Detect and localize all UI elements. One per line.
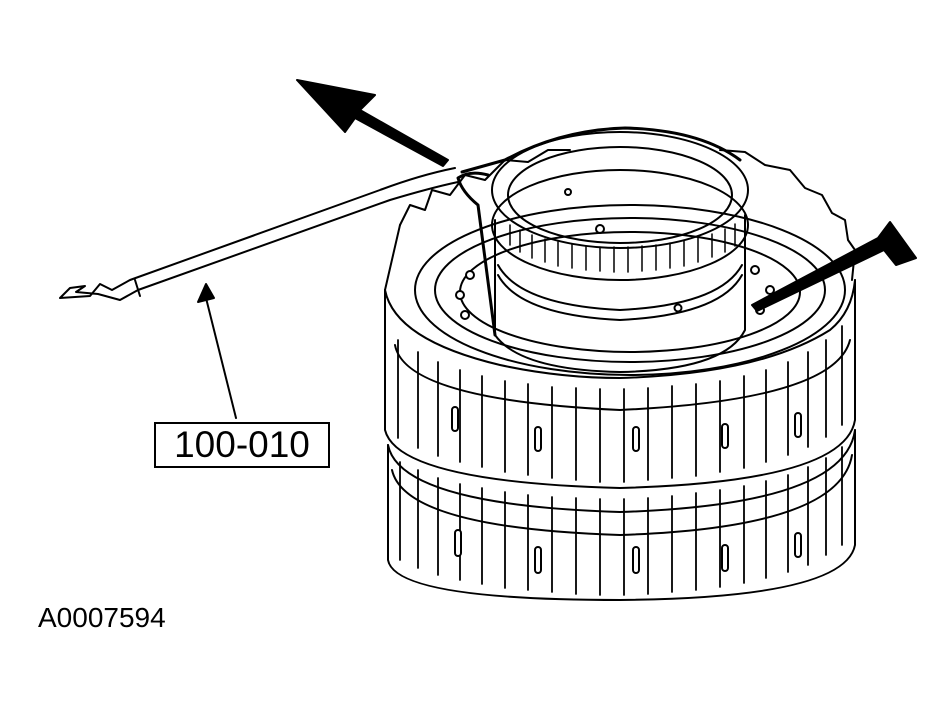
- lower-clutch-drum: [387, 429, 856, 601]
- tool-number-label: 100-010: [154, 422, 330, 468]
- center-shaft: [491, 131, 749, 373]
- callout-arrow-top: [296, 79, 449, 167]
- snap-ring: [456, 126, 742, 337]
- pick-tool: [59, 167, 459, 301]
- inner-hub: [414, 204, 846, 376]
- tool-leader-arrow: [197, 283, 237, 419]
- figure-id-label: A0007594: [38, 602, 166, 633]
- callout-arrow-right: [751, 221, 917, 312]
